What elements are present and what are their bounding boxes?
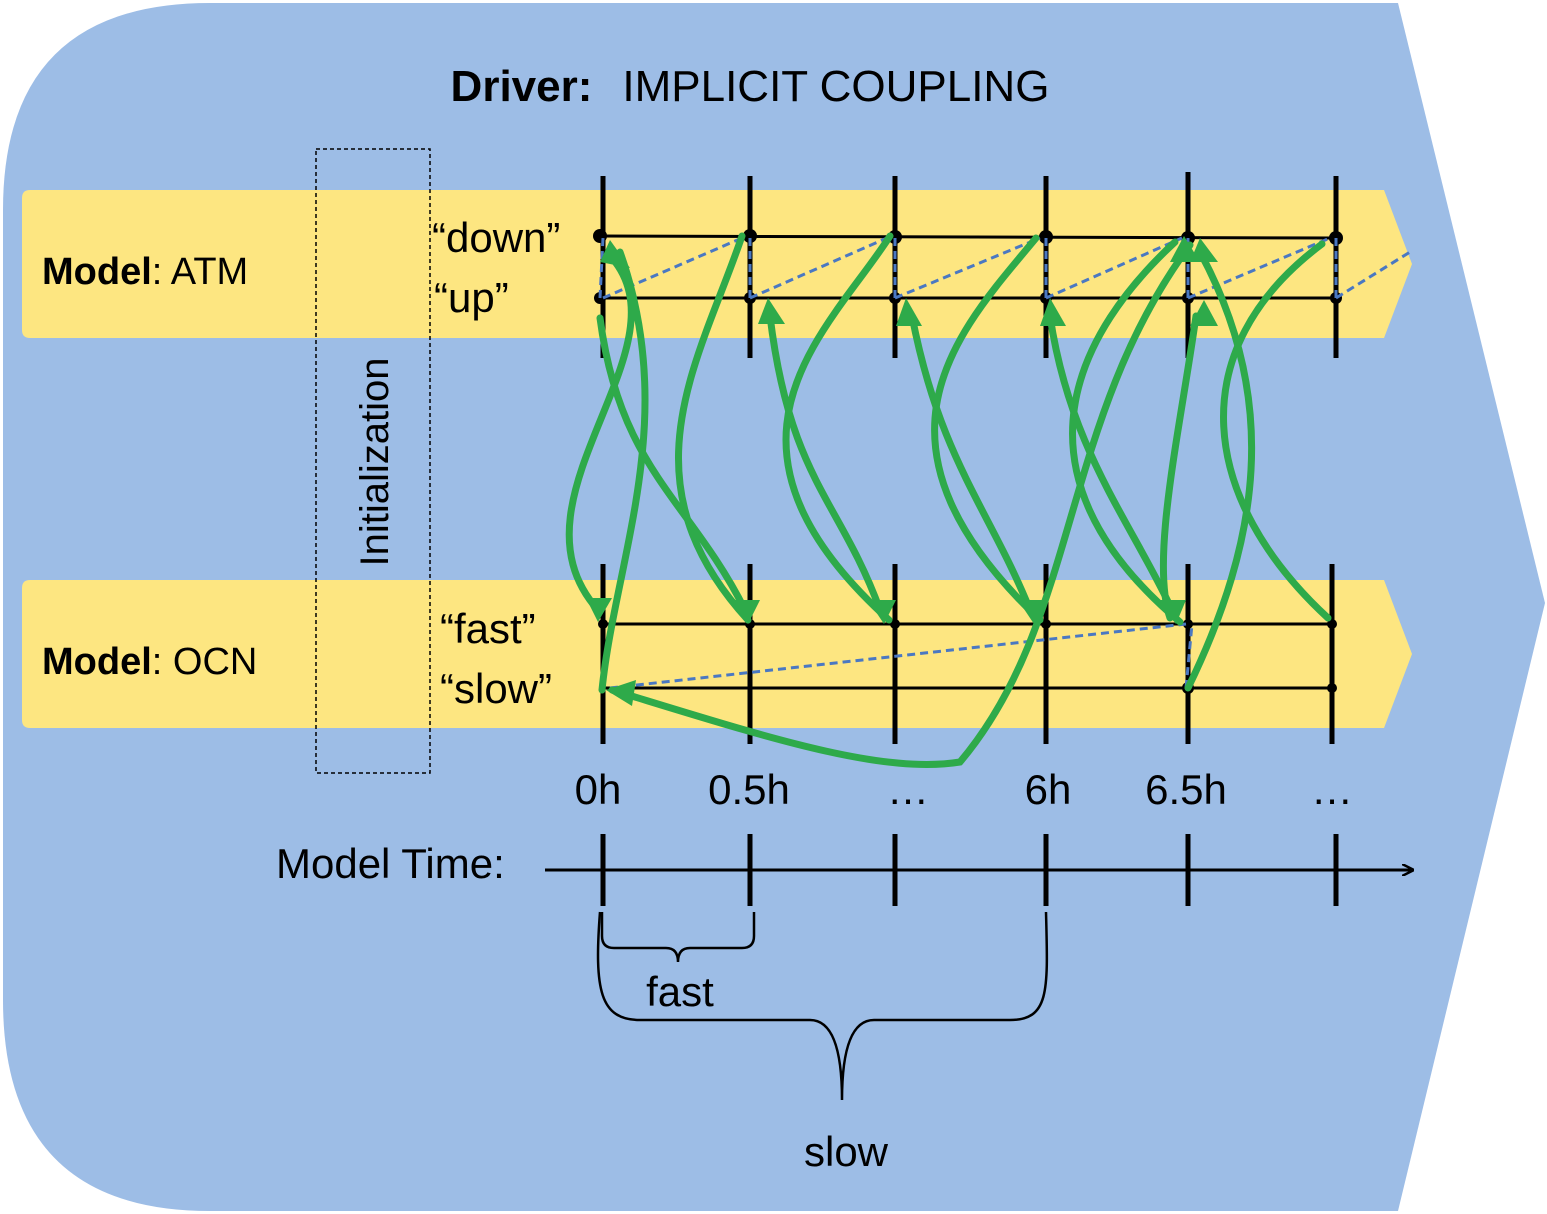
ocn-fast-label: “fast” [440, 605, 536, 652]
dashed-ocn-vert [1184, 623, 1194, 689]
dashed-atm-0a [598, 237, 605, 299]
dashed-atm-1b [749, 236, 888, 300]
atm-model-label-rest: : ATM [152, 251, 248, 293]
atm-band [22, 190, 1412, 338]
slow-brace-label: slow [804, 1128, 889, 1175]
ocn-model-label-bold: Model [42, 641, 152, 683]
atm-down-dot-1 [743, 229, 757, 243]
ocn-band [22, 580, 1412, 728]
atm-model-label-bold: Model [42, 251, 152, 293]
dashed-atm-2b [894, 236, 1041, 300]
arrowhead-atm-up-65 [1190, 300, 1218, 326]
atm-down-dot-3 [1039, 230, 1053, 244]
arrowhead-ocn2 [1018, 600, 1046, 624]
driver-title-bold: Driver: [451, 62, 593, 111]
arrow-slow-to-atm65 [1184, 248, 1256, 692]
ocn-fast-dot-3 [1041, 619, 1051, 629]
atm-down-line [599, 234, 1338, 240]
tick-label-2: … [887, 766, 929, 813]
arrow-atm65-up-to-slow [1159, 312, 1200, 622]
tick-label-3: 6h [1025, 766, 1072, 813]
atm-down-dot-0 [593, 229, 607, 243]
arrowhead-atm6-right [1190, 238, 1218, 262]
arrow-atm6-to-ocn65 [1046, 312, 1176, 614]
dashed-connectors [598, 236, 1411, 690]
arrowhead-slow [606, 680, 636, 706]
ocn-model-label-rest: : OCN [152, 641, 258, 683]
model-time-label: Model Time: [276, 840, 505, 887]
arrowhead-atm05 [758, 298, 785, 324]
arrowhead-atm0 [600, 240, 630, 268]
arrowhead-ocn05 [732, 600, 760, 624]
atm-up-label: “up” [434, 274, 509, 321]
arrowhead-atm65 [1170, 236, 1200, 262]
arrowhead-ocn0 [586, 598, 612, 622]
model-time-ticks [600, 834, 1339, 906]
fast-brace [600, 912, 756, 963]
coupling-arrows [565, 232, 1332, 768]
atm-down-label: “down” [432, 214, 560, 261]
arrow-atm0-up-to-ocn05 [596, 314, 749, 614]
ocn-fast-dot-0 [598, 619, 608, 629]
ocn-fast-dot-4 [1183, 619, 1193, 629]
ocn-fast-dot-5 [1327, 619, 1337, 629]
arrow-atm05-to-ocn1 [766, 312, 884, 614]
dashed-atm-5b [1335, 250, 1411, 300]
ocn-slow-dot-5 [1327, 683, 1337, 693]
arrowhead-atm2 [1040, 298, 1066, 326]
driver-title: Driver: IMPLICIT COUPLING [451, 62, 1050, 111]
fast-brace-label: fast [646, 968, 714, 1015]
coupling-arrowheads [586, 236, 1218, 706]
ocn-slow-label: “slow” [440, 665, 552, 712]
driver-title-text: IMPLICIT COUPLING [622, 62, 1049, 111]
row-lines [599, 234, 1338, 690]
slow-brace [596, 911, 1049, 1101]
arrow-ocn1-to-atm1 [782, 232, 894, 624]
arrowhead-ocn65 [1158, 600, 1186, 624]
tick-label-0: 0h [575, 766, 622, 813]
arrow-ocn2-to-atm2 [931, 234, 1044, 624]
arrowhead-atm1 [896, 298, 922, 326]
dashed-atm-3b [1045, 236, 1183, 300]
ocn-fast-dot-2 [890, 619, 900, 629]
atm-model-label: Model: ATM [42, 251, 248, 293]
arrow-ocn65-to-atm6 [1069, 238, 1184, 626]
initialization-box [315, 148, 431, 774]
arrow-ocn-slow-to-atm0 [598, 248, 649, 694]
dashed-ocn-slow [609, 622, 1187, 690]
ocn-model-label: Model: OCN [42, 641, 257, 683]
tick-label-4: 6.5h [1145, 766, 1227, 813]
tick-label-1: 0.5h [708, 766, 790, 813]
arrow-ocn05-to-atm05 [674, 232, 752, 624]
initialization-label: Initialization [353, 357, 397, 566]
tick-label-5: … [1311, 766, 1353, 813]
arrow-ocn-fast-last-to-atm [1220, 240, 1332, 622]
arrowhead-ocn1 [868, 600, 896, 624]
arrow-atm-long-to-slow [608, 241, 1194, 768]
arrow-atm1-to-ocn2 [908, 312, 1034, 614]
